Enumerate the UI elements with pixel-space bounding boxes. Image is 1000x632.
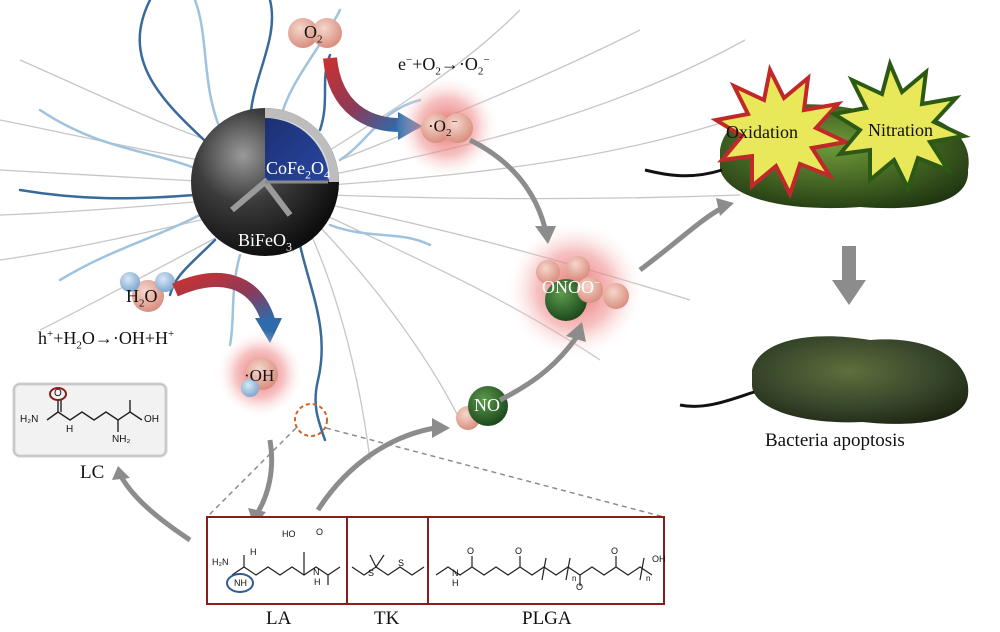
plga-segment-label: PLGA bbox=[522, 608, 572, 629]
hydroxyl-radical bbox=[216, 330, 304, 418]
la-h2: H bbox=[314, 577, 321, 587]
o2-molecule bbox=[288, 18, 342, 48]
apoptosis-arrow-shaft bbox=[842, 246, 856, 282]
polymer-chains bbox=[18, 0, 432, 442]
plga-o3: O bbox=[576, 582, 584, 592]
core-shell-nanoparticle bbox=[191, 108, 339, 256]
plga-h: H bbox=[452, 578, 459, 588]
tk-s2: S bbox=[398, 558, 405, 568]
plga-o4: O bbox=[611, 546, 619, 556]
water-arrowhead bbox=[255, 318, 282, 343]
plga-oh: OH bbox=[652, 554, 666, 564]
tk-segment-label: TK bbox=[374, 608, 400, 629]
core-label: CoFe2O4 bbox=[266, 158, 331, 182]
lc-h2n: H₂N bbox=[20, 414, 39, 425]
plga-o1: O bbox=[467, 546, 475, 556]
shell-label: BiFeO3 bbox=[238, 230, 293, 254]
polymer-structure-box bbox=[206, 516, 665, 605]
plga-sub-n1: n bbox=[572, 574, 577, 583]
water-label: H2O bbox=[126, 286, 158, 310]
superoxide-reaction-label: e−+O2→·O2− bbox=[398, 54, 490, 78]
o2-to-superoxide-arrow bbox=[323, 57, 401, 132]
zoom-indicator bbox=[206, 403, 665, 518]
plga-n: N bbox=[452, 568, 459, 578]
oxidation-burst bbox=[710, 63, 853, 200]
la-o: O bbox=[316, 527, 324, 537]
nitric-oxide bbox=[456, 386, 508, 430]
apoptosis-label: Bacteria apoptosis bbox=[765, 430, 905, 451]
lc-nh2: NH₂ bbox=[112, 434, 131, 445]
gray-arrows bbox=[119, 137, 724, 543]
apoptosis-arrowhead bbox=[832, 280, 866, 305]
nitration-burst bbox=[828, 57, 971, 194]
lc-o: O bbox=[54, 388, 62, 399]
lc-label: LC bbox=[80, 462, 105, 483]
lc-h: H bbox=[66, 424, 74, 435]
la-nh: NH bbox=[234, 578, 247, 588]
lc-structure-card bbox=[12, 382, 168, 458]
peroxynitrite-label: ONOO− bbox=[542, 277, 601, 297]
la-h2n: H₂N bbox=[212, 557, 229, 567]
water-to-hydroxyl-arrow bbox=[172, 273, 275, 323]
la-ho: HO bbox=[282, 529, 296, 539]
o2-label: O2 bbox=[304, 22, 323, 46]
nitration-label: Nitration bbox=[868, 120, 933, 140]
la-segment-label: LA bbox=[266, 608, 292, 629]
no-label: NO bbox=[474, 395, 500, 415]
bacterium-apoptotic bbox=[679, 336, 969, 424]
superoxide-label: ·O2− bbox=[428, 116, 458, 140]
la-n: N bbox=[313, 567, 320, 577]
oxidation-label: Oxidation bbox=[726, 122, 798, 142]
hydroxyl-label: ·OH bbox=[244, 366, 275, 385]
tk-s1: S bbox=[368, 568, 375, 578]
hydroxyl-reaction-label: h++H2O→·OH+H+ bbox=[38, 328, 175, 352]
plga-sub-n2: n bbox=[646, 574, 651, 583]
plga-o2: O bbox=[515, 546, 523, 556]
superoxide-radical bbox=[395, 75, 499, 179]
water-molecule bbox=[120, 272, 175, 312]
gray-arrowheads bbox=[112, 198, 734, 526]
peroxynitrite bbox=[505, 220, 645, 360]
lc-oh: OH bbox=[144, 414, 159, 425]
la-h: H bbox=[250, 547, 257, 557]
